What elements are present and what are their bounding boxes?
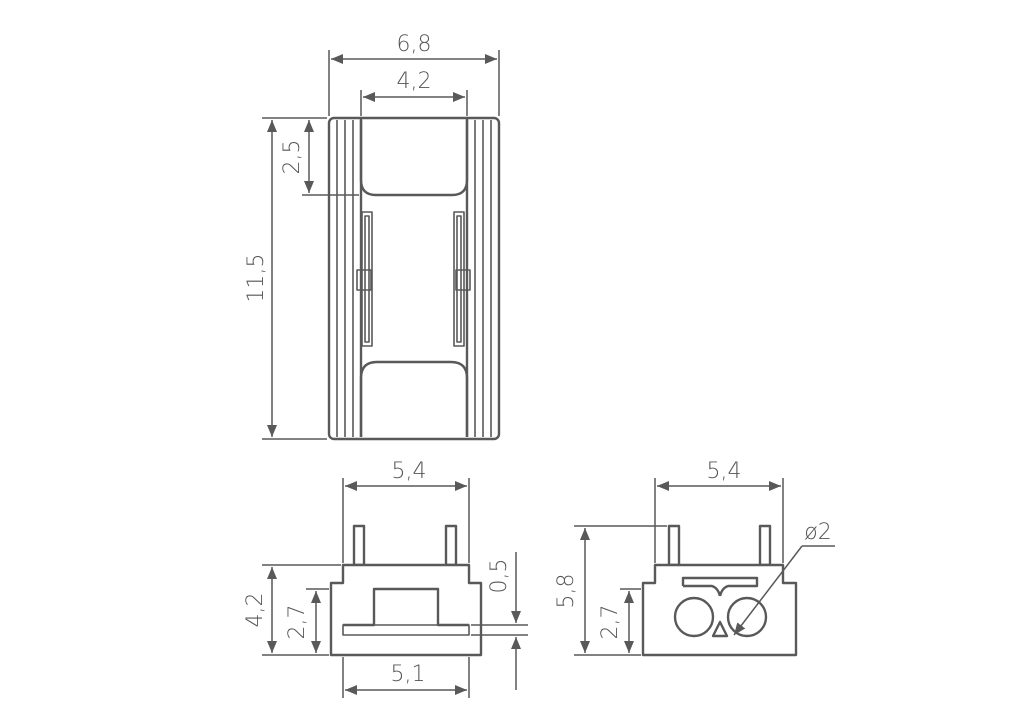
top-view-latch-left <box>356 269 372 291</box>
dim-top-inner-width-label: 4,2 <box>397 69 432 94</box>
front-view-slot <box>342 624 470 636</box>
dim-side-width-label: 5,4 <box>707 459 742 484</box>
top-view-contact-left <box>361 211 373 347</box>
front-view-pin-left <box>352 524 366 567</box>
top-view-contact-right-inner <box>456 215 462 343</box>
dim-side-diameter-leader <box>733 545 803 636</box>
front-view-body <box>329 563 483 657</box>
top-view <box>327 116 501 441</box>
side-view-hole-left <box>673 596 715 638</box>
dim-side-height-label: 5,8 <box>554 574 579 609</box>
side-view-notch <box>711 620 729 638</box>
front-view <box>329 524 483 657</box>
side-view-hole-right <box>726 596 768 638</box>
side-view-dimensions: 5,4 5,8 2,7 ø2 <box>554 459 835 656</box>
dim-top-height-label: 11,5 <box>244 254 269 303</box>
dim-front-height-label: 4,2 <box>243 593 268 628</box>
dim-top-width-label: 6,8 <box>397 32 432 57</box>
top-view-latch-right <box>455 269 471 291</box>
dim-front-bottom-width-label: 5,1 <box>391 662 426 687</box>
side-view-groove <box>681 576 759 597</box>
top-view-pad-lower <box>359 360 469 437</box>
side-view <box>641 524 798 657</box>
dim-side-inner-height-label: 2,7 <box>598 605 623 640</box>
side-view-pin-right <box>758 524 772 567</box>
dim-front-slot-label: 0,5 <box>487 559 512 594</box>
top-view-contact-left-inner <box>364 215 370 343</box>
dim-top-pad-height-label: 2,5 <box>280 140 305 175</box>
top-view-pad-upper <box>359 118 469 197</box>
top-view-body <box>327 116 501 441</box>
dim-side-diameter-label: ø2 <box>804 520 831 545</box>
side-view-pin-left <box>667 524 681 567</box>
dim-front-width-label: 5,4 <box>392 459 427 484</box>
front-view-dimensions: 5,4 4,2 2,7 0,5 5,1 <box>243 459 528 698</box>
front-view-pin-right <box>444 524 458 567</box>
top-view-contact-right <box>453 211 465 347</box>
top-view-dimensions: 6,8 4,2 11,5 2,5 <box>244 32 500 440</box>
dim-front-inner-height-label: 2,7 <box>285 605 310 640</box>
